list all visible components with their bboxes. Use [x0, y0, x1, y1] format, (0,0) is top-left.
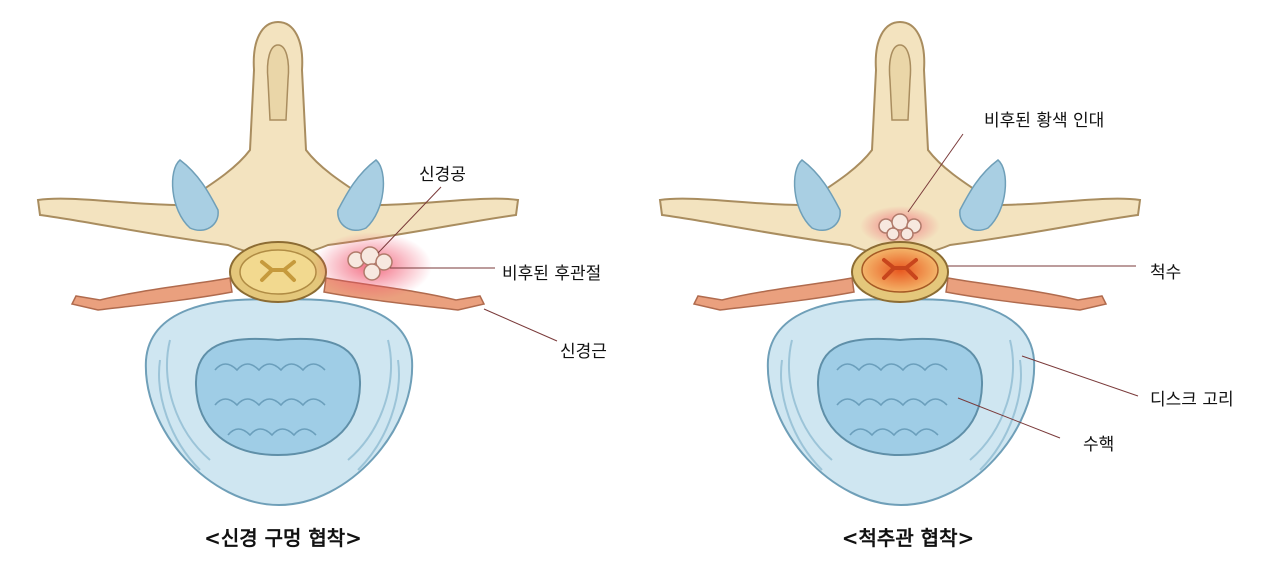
- leader-line-nucleus: [957, 397, 1061, 439]
- hypertrophic-ligamentum-flavum: [878, 213, 922, 241]
- spinal-stenosis-illustration: [658, 20, 1142, 507]
- label-nucleus-pulposus: 수핵: [1083, 435, 1115, 455]
- label-neural-foramen: 신경공: [419, 165, 466, 185]
- label-hypertrophic-ligamentum-flavum: 비후된 황색 인대: [984, 111, 1105, 131]
- foraminal-stenosis-panel: 신경공 비후된 후관절 신경근 <신경 구멍 협착>: [36, 20, 607, 550]
- label-spinal-cord: 척수: [1150, 263, 1182, 283]
- label-annulus-fibrosus: 디스크 고리: [1150, 390, 1234, 410]
- nerve-roots: [692, 277, 1108, 311]
- foraminal-stenosis-illustration: [36, 20, 558, 507]
- label-hypertrophic-facet: 비후된 후관절: [502, 264, 602, 284]
- spinal-cord: [851, 241, 949, 303]
- label-nerve-root: 신경근: [560, 342, 607, 362]
- leader-line-root: [483, 308, 558, 342]
- caption-spinal-stenosis: <척추관 협착>: [841, 526, 975, 550]
- spinal-cord: [229, 241, 327, 303]
- leader-line-ligament: [907, 133, 964, 213]
- nucleus-pulposus: [816, 337, 984, 457]
- vertebral-arch: [36, 20, 520, 257]
- vertebral-arch: [658, 20, 1142, 257]
- caption-foraminal-stenosis: <신경 구멍 협착>: [204, 526, 362, 550]
- hypertrophic-facet-joint: [347, 246, 393, 281]
- leader-line-annulus: [1021, 355, 1139, 397]
- spinal-stenosis-panel: 비후된 황색 인대 척수 디스크 고리 수핵 <척추관 협착>: [638, 0, 1276, 578]
- leader-line-foramen: [377, 186, 442, 254]
- nucleus-pulposus: [194, 337, 362, 457]
